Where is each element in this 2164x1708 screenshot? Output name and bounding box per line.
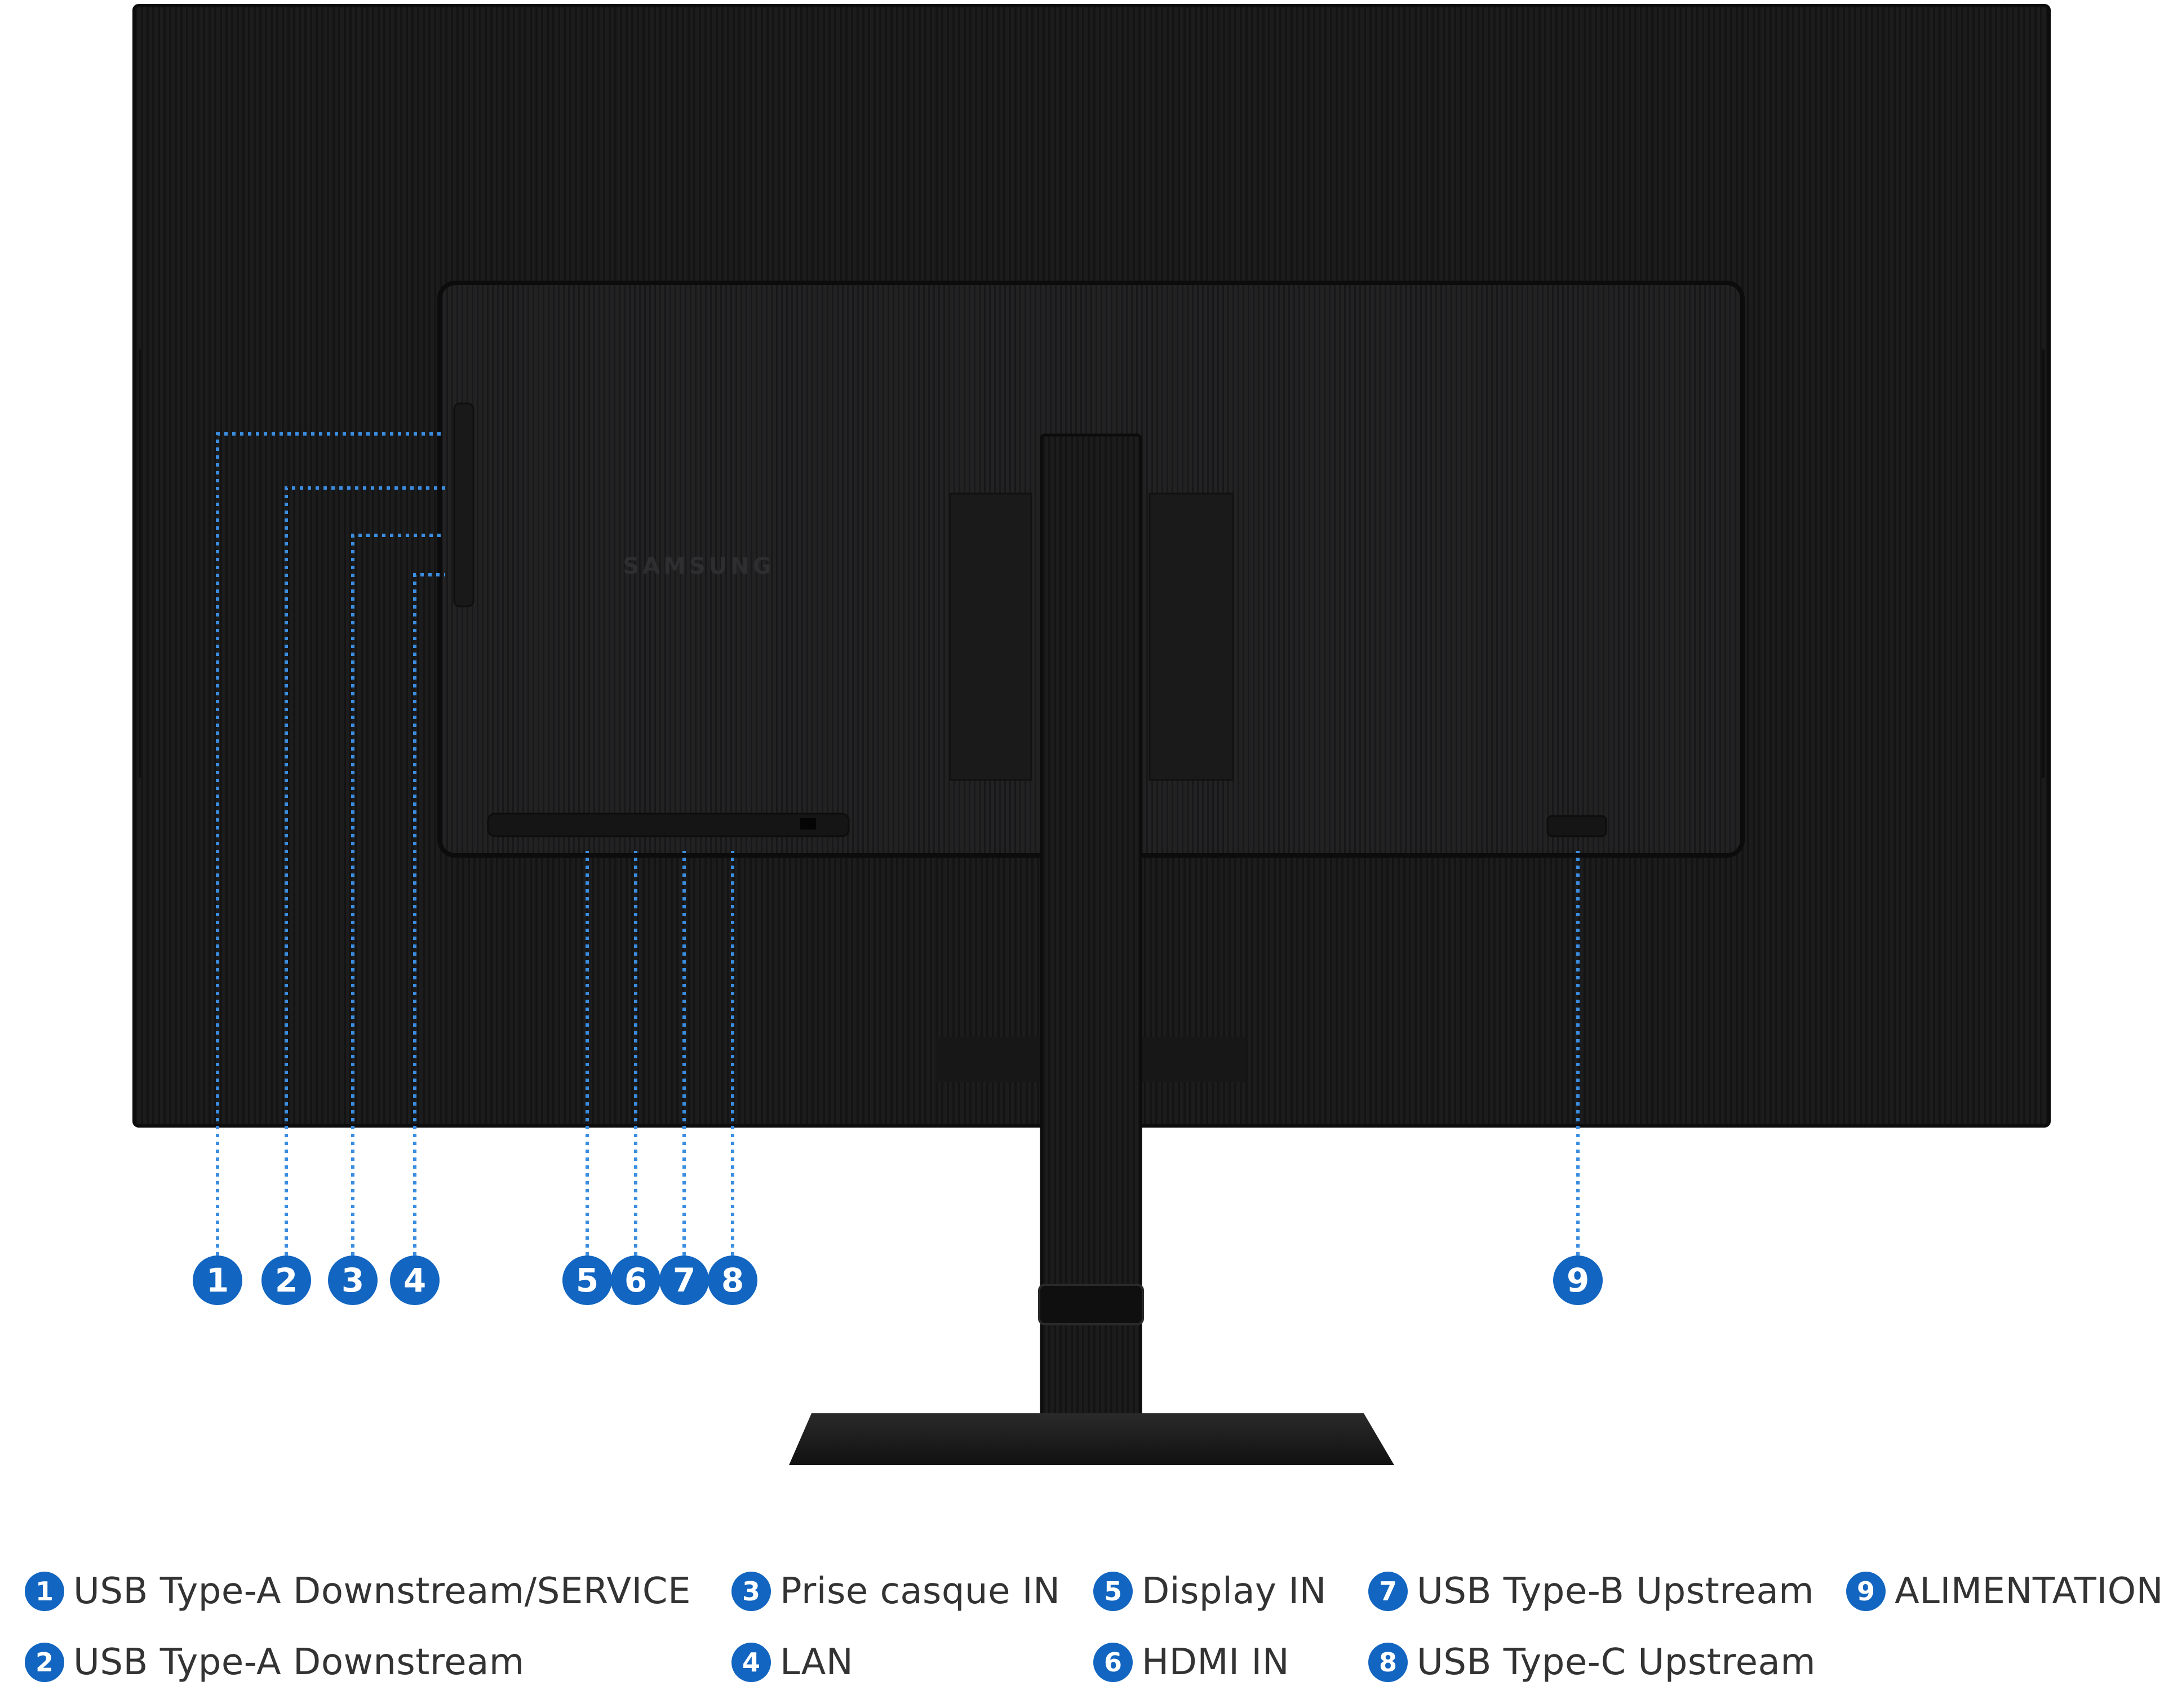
callout-badge-9: 9: [1553, 1256, 1603, 1305]
legend-label: ALIMENTATION: [1895, 1571, 2163, 1612]
callout-lines: [216, 432, 1580, 1256]
callout-badge-6: 6: [611, 1256, 660, 1305]
legend-item-8: 8 USB Type-C Upstream: [1368, 1640, 1816, 1685]
callout-line-2: [285, 486, 445, 1256]
legend-label: USB Type-C Upstream: [1417, 1642, 1816, 1683]
legend-label: LAN: [780, 1642, 854, 1683]
callout-line-1: [216, 432, 445, 1256]
callout-badge-2: 2: [261, 1256, 311, 1305]
legend-label: USB Type-B Upstream: [1417, 1571, 1815, 1612]
legend-number: 4: [731, 1643, 771, 1682]
legend-label: Prise casque IN: [780, 1571, 1061, 1612]
legend-label: USB Type-A Downstream: [73, 1642, 525, 1683]
callout-badge-1: 1: [193, 1256, 242, 1305]
legend-item-2: 2 USB Type-A Downstream: [25, 1640, 525, 1685]
legend-number: 1: [25, 1572, 64, 1611]
legend-label: Display IN: [1142, 1571, 1327, 1612]
callout-badge-7: 7: [659, 1256, 709, 1305]
legend-item-5: 5 Display IN: [1093, 1569, 1327, 1614]
callout-badge-4: 4: [390, 1256, 440, 1305]
callout-badge-3: 3: [328, 1256, 378, 1305]
legend-label: HDMI IN: [1142, 1642, 1290, 1683]
legend-number: 6: [1093, 1643, 1133, 1682]
legend-number: 8: [1368, 1643, 1408, 1682]
legend-number: 9: [1846, 1572, 1886, 1611]
legend-number: 5: [1093, 1572, 1133, 1611]
legend-number: 7: [1368, 1572, 1408, 1611]
legend-label: USB Type-A Downstream/SERVICE: [73, 1571, 691, 1612]
callout-line-3: [351, 534, 445, 1256]
callout-badge-8: 8: [708, 1256, 757, 1305]
callout-badge-5: 5: [562, 1256, 612, 1305]
legend-item-6: 6 HDMI IN: [1093, 1640, 1289, 1685]
legend-item-7: 7 USB Type-B Upstream: [1368, 1569, 1814, 1614]
monitor-stand: [789, 433, 1394, 1465]
samsung-logo: SAMSUNG: [623, 553, 774, 579]
legend-item-3: 3 Prise casque IN: [731, 1569, 1061, 1614]
legend-number: 2: [25, 1643, 64, 1682]
legend-number: 3: [731, 1572, 771, 1611]
callout-line-4: [413, 573, 445, 1256]
legend-item-9: 9 ALIMENTATION: [1846, 1569, 2163, 1614]
legend-item-1: 1 USB Type-A Downstream/SERVICE: [25, 1569, 691, 1614]
legend-item-4: 4 LAN: [731, 1640, 853, 1685]
